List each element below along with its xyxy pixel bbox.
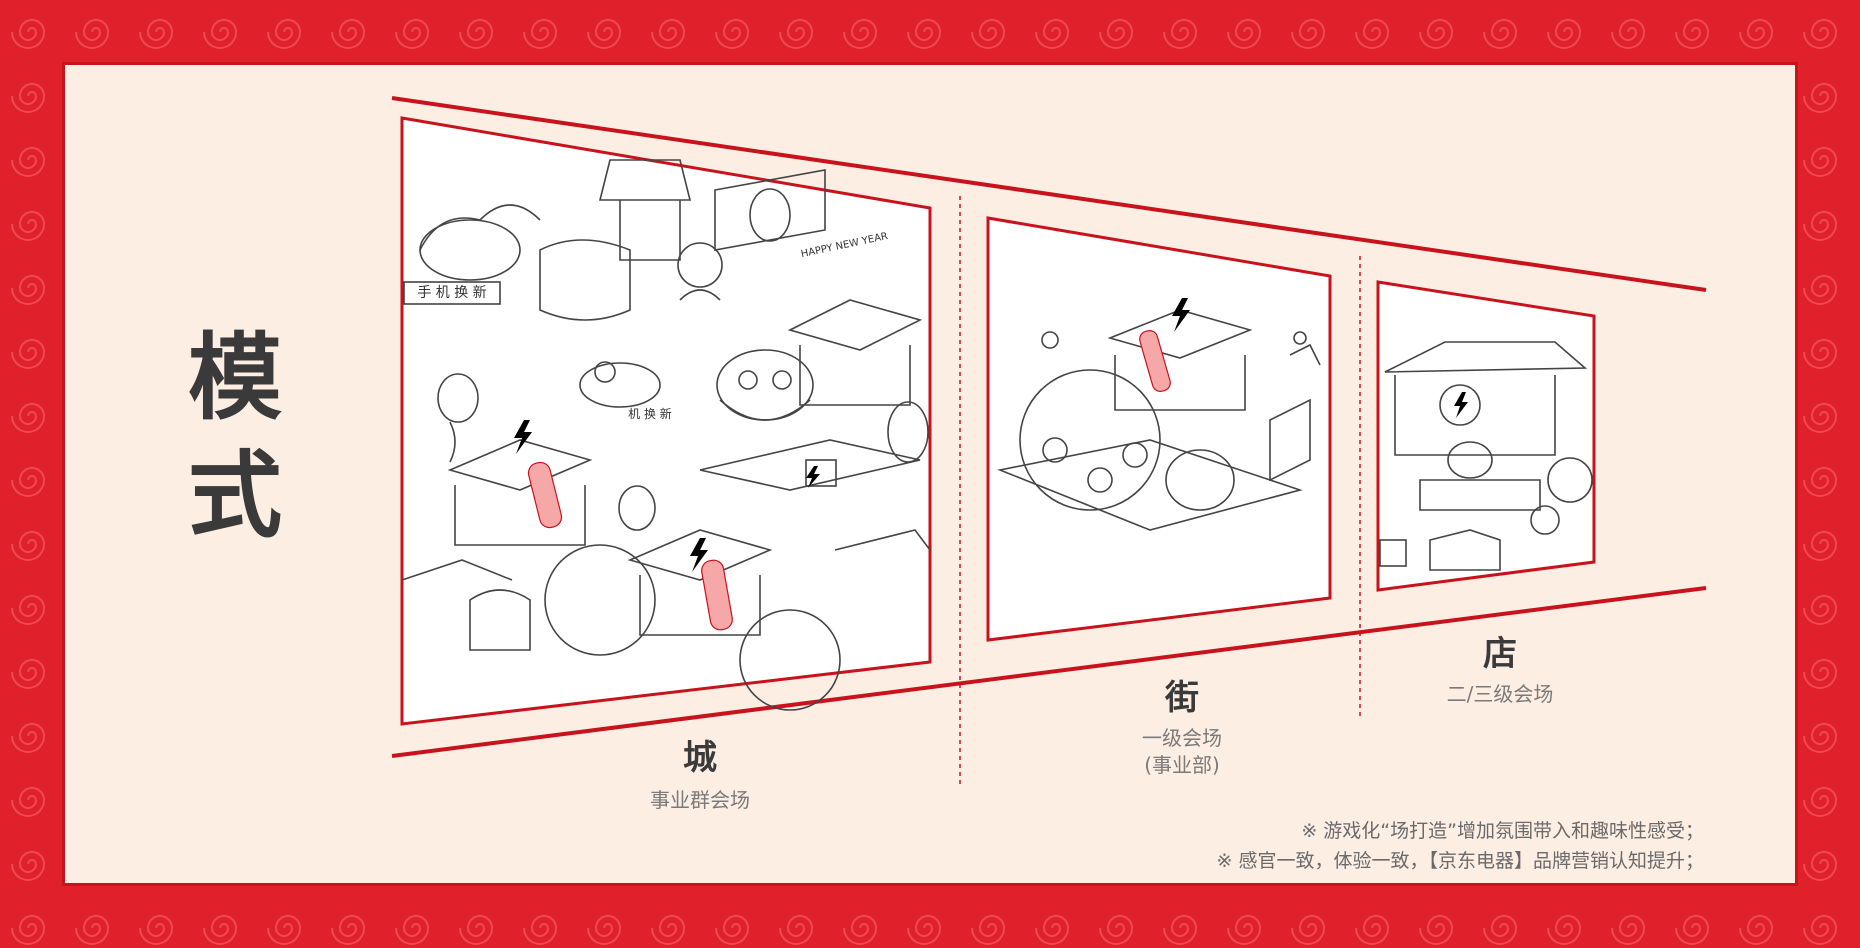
level-city-name: 城 <box>683 738 717 778</box>
level-city: 城 事业群会场 <box>620 730 780 814</box>
level-street-name: 街 <box>1165 678 1199 718</box>
store-sketch-illustration <box>1376 280 1596 592</box>
city-banner-left: 手 机 换 新 <box>417 284 486 301</box>
page-title: 模 式 <box>180 320 290 556</box>
city-banner-mid: 机 换 新 <box>628 406 672 421</box>
funnel-bottom-line <box>391 586 1707 758</box>
funnel-top-line <box>391 96 1707 292</box>
title-char-1: 模 <box>187 324 282 433</box>
level-city-desc: 事业群会场 <box>650 788 750 812</box>
level-store-desc: 二/三级会场 <box>1446 682 1554 706</box>
city-sketch-illustration: 手 机 换 新 机 换 新 HAPPY NEW YEAR <box>400 116 932 726</box>
footnotes: ※ 游戏化“场打造”增加氛围带入和趣味性感受； ※ 感官一致，体验一致，【京东电… <box>1217 816 1704 876</box>
level-store-name: 店 <box>1483 634 1517 674</box>
street-sketch-illustration <box>986 216 1332 642</box>
level-store: 店 二/三级会场 <box>1420 626 1580 708</box>
level-street-desc-2: (事业部) <box>1144 753 1220 777</box>
level-street: 街 一级会场 (事业部) <box>1102 670 1262 779</box>
level-street-desc-1: 一级会场 <box>1142 726 1222 750</box>
footnote-1: ※ 游戏化“场打造”增加氛围带入和趣味性感受； <box>1301 820 1704 842</box>
title-char-2: 式 <box>187 442 282 551</box>
footnote-2: ※ 感官一致，体验一致，【京东电器】品牌营销认知提升； <box>1216 850 1704 872</box>
